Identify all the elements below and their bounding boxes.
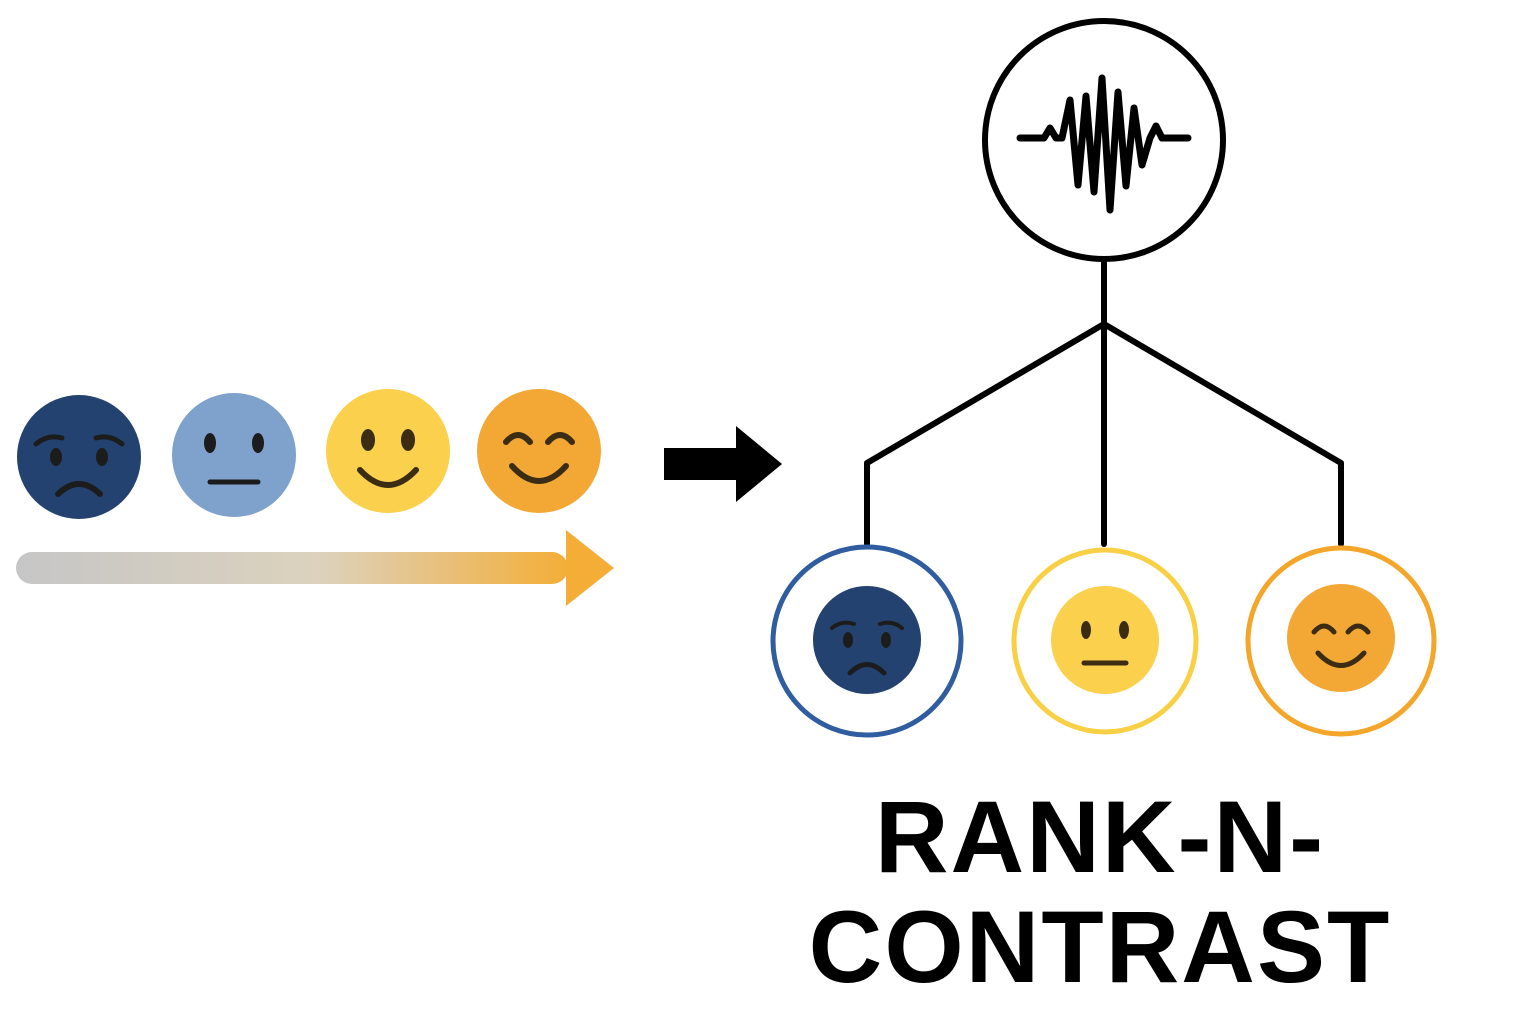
right-arrow-icon (664, 426, 782, 502)
leaf-node-neutral (1011, 547, 1199, 735)
sad-face-icon (17, 395, 141, 519)
smiling-eyes-face-icon (1287, 584, 1395, 692)
smiling-face-icon (326, 389, 450, 513)
neutral-face-icon (1051, 586, 1159, 694)
root-node (982, 18, 1226, 262)
smiling-eyes-face-icon (477, 389, 601, 513)
title-block: RANK-N- CONTRAST (809, 780, 1392, 1004)
tree-connectors (864, 259, 1344, 547)
title-line-1: RANK-N- (875, 780, 1325, 894)
ranking-gradient-arrow (16, 530, 614, 606)
title-line-2: CONTRAST (809, 890, 1392, 1004)
leaf-node-sad (770, 544, 964, 738)
neutral-face-icon (172, 393, 296, 517)
sad-face-icon (813, 586, 921, 694)
ordered-emotions-row (17, 389, 601, 519)
leaf-node-very-happy (1245, 545, 1437, 737)
contrast-tree (770, 18, 1437, 738)
waveform-icon (1016, 74, 1192, 214)
